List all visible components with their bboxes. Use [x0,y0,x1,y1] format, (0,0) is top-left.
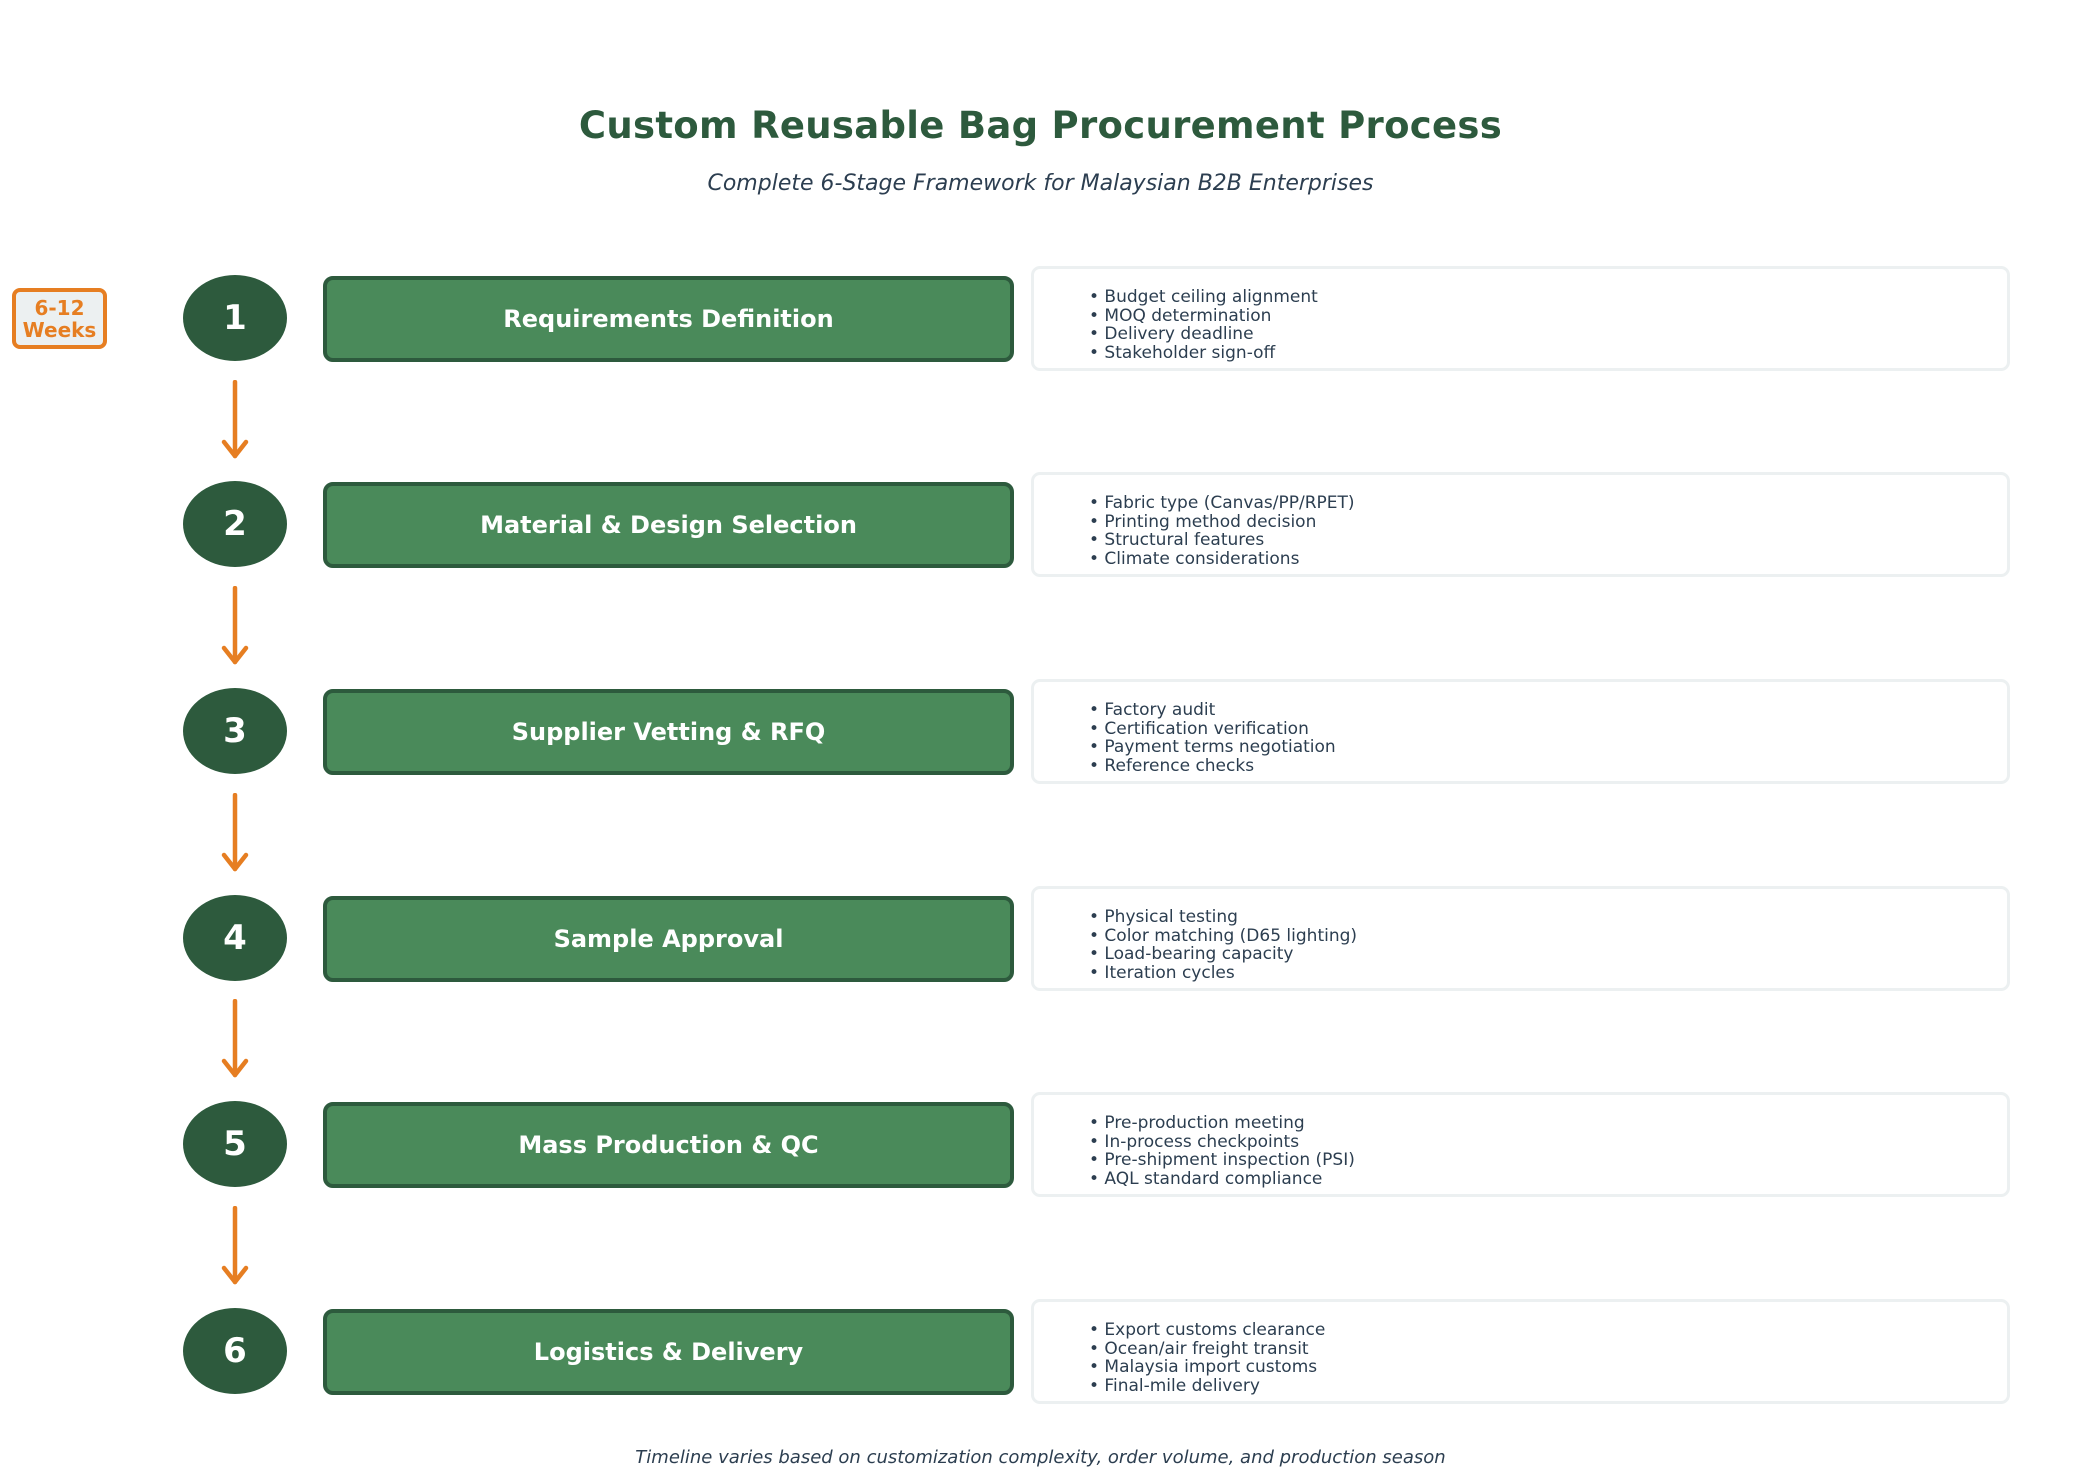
stage-number-circle: 1 [183,275,287,361]
arrow-down-icon [221,793,249,872]
stage-row-6: 6 Logistics & Delivery • Export customs … [0,1297,2081,1407]
detail-item: • Iteration cycles [1089,962,1235,983]
detail-item: • Ocean/air freight transit [1089,1338,1309,1359]
detail-item: • Factory audit [1089,700,1216,720]
stage-title-box: Requirements Definition [323,276,1014,362]
timeline-badge: 6-12 Weeks [12,288,107,349]
detail-item: • Delivery deadline [1089,324,1254,344]
stage-row-5: 5 Mass Production & QC • Pre-production … [0,1090,2081,1200]
stage-details-box: • Physical testing • Color matching (D65… [1031,886,2010,991]
stage-row-2: 2 Material & Design Selection • Fabric t… [0,470,2081,580]
stage-details-box: • Budget ceiling alignment • MOQ determi… [1031,266,2010,371]
stage-title-box: Sample Approval [323,896,1014,982]
stage-title-box: Logistics & Delivery [323,1309,1014,1395]
detail-item: • Climate considerations [1089,548,1300,569]
timeline-badge-unit: Weeks [22,317,97,342]
stage-details-box: • Pre-production meeting • In-process ch… [1031,1092,2010,1197]
stage-row-1: 1 Requirements Definition • Budget ceili… [0,264,2081,374]
detail-item: • Pre-production meeting [1089,1113,1305,1133]
stage-title-box: Material & Design Selection [323,482,1014,568]
detail-item: • AQL standard compliance [1089,1168,1323,1189]
stage-number-circle: 2 [183,481,287,567]
detail-item: • MOQ determination [1089,305,1272,326]
arrow-down-icon [221,586,249,665]
stage-number-circle: 4 [183,895,287,981]
stage-row-4: 4 Sample Approval • Physical testing • C… [0,884,2081,994]
page-title: Custom Reusable Bag Procurement Process [578,104,1503,147]
stage-title-box: Mass Production & QC [323,1102,1014,1188]
stage-number-circle: 6 [183,1308,287,1394]
detail-item: • Load-bearing capacity [1089,944,1294,964]
detail-item: • Color matching (D65 lighting) [1089,925,1358,946]
detail-item: • Final-mile delivery [1089,1375,1260,1396]
stage-details-box: • Export customs clearance • Ocean/air f… [1031,1299,2010,1404]
stage-number-circle: 3 [183,688,287,774]
stage-row-3: 3 Supplier Vetting & RFQ • Factory audit… [0,677,2081,787]
detail-item: • Export customs clearance [1089,1320,1326,1340]
detail-item: • Physical testing [1089,907,1238,927]
detail-item: • In-process checkpoints [1089,1131,1300,1152]
detail-item: • Fabric type (Canvas/PP/RPET) [1089,493,1355,513]
detail-item: • Stakeholder sign-off [1089,342,1276,363]
footer-note: Timeline varies based on customization c… [635,1447,1446,1468]
stage-details-box: • Factory audit • Certification verifica… [1031,679,2010,784]
stage-title-box: Supplier Vetting & RFQ [323,689,1014,775]
detail-item: • Pre-shipment inspection (PSI) [1089,1150,1355,1170]
detail-item: • Budget ceiling alignment [1089,287,1318,307]
stage-number-circle: 5 [183,1101,287,1187]
timeline-badge-range: 6-12 [34,295,85,320]
detail-item: • Certification verification [1089,718,1309,739]
detail-item: • Reference checks [1089,755,1255,776]
detail-item: • Printing method decision [1089,511,1317,532]
arrow-down-icon [221,380,249,459]
detail-item: • Malaysia import customs [1089,1357,1318,1377]
detail-item: • Payment terms negotiation [1089,737,1336,757]
arrow-down-icon [221,999,249,1078]
stage-details-box: • Fabric type (Canvas/PP/RPET) • Printin… [1031,472,2010,577]
detail-item: • Structural features [1089,530,1265,550]
page-subtitle: Complete 6-Stage Framework for Malaysian… [707,171,1374,196]
arrow-down-icon [221,1206,249,1285]
